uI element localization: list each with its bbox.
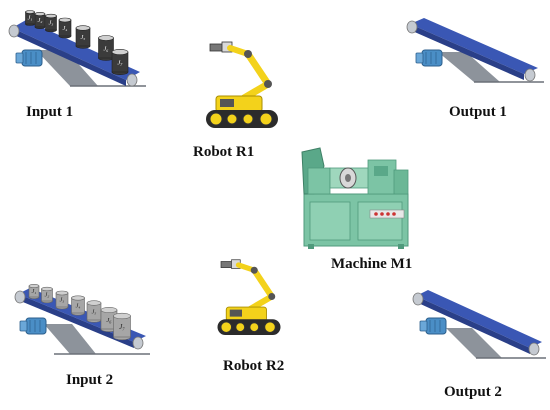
job-label: J₆	[104, 45, 109, 52]
input1-label: Input 1	[26, 104, 74, 120]
job-cylinder: J₃	[45, 13, 57, 33]
machine1-icon	[301, 147, 409, 249]
job-label: J₂	[38, 18, 43, 24]
input2-jobs: J₁ J₂ J₃ J₄ J₅ J₆ J₇	[28, 284, 131, 341]
job-label: J₃	[60, 298, 65, 304]
conveyor-belt	[416, 290, 542, 348]
conveyor-stand	[36, 50, 98, 86]
job-label: J₄	[76, 303, 81, 309]
job-label: J₄	[63, 26, 68, 32]
job-label: J₃	[49, 21, 54, 27]
output2-label: Output 2	[444, 384, 502, 400]
job-label: J₁	[28, 15, 33, 21]
motor-icon	[415, 49, 443, 67]
robot-track	[217, 319, 281, 335]
job-label: J₇	[119, 323, 125, 331]
job-cylinder: J₆	[98, 35, 114, 61]
conveyor-stand	[446, 328, 502, 358]
job-cylinder: J₇	[113, 312, 131, 341]
job-cylinder: J₃	[55, 290, 69, 310]
job-cylinder: J₅	[86, 300, 102, 323]
job-label: J₅	[81, 35, 86, 41]
input2-label: Input 2	[66, 372, 114, 388]
robot1-label: Robot R1	[193, 144, 255, 160]
job-cylinder: J₂	[34, 12, 46, 29]
job-cylinder: J₄	[71, 295, 85, 316]
job-cylinder: J₁	[28, 284, 40, 299]
job-cylinder: J₇	[111, 49, 129, 75]
motor-icon	[419, 317, 447, 335]
job-label: J₇	[117, 59, 123, 66]
motor-icon	[19, 317, 47, 335]
job-cylinder: J₆	[100, 307, 118, 332]
robot2-label: Robot R2	[223, 358, 285, 374]
conveyor-belt	[12, 20, 140, 80]
robot1-icon	[206, 41, 278, 128]
job-label: J₁	[32, 289, 37, 295]
input1-jobs: J₁ J₂ J₃ J₄ J₅ J₆ J₇	[25, 10, 129, 75]
job-cylinder: J₄	[58, 17, 72, 39]
conveyor-stand	[438, 52, 500, 82]
job-label: J₂	[45, 292, 50, 298]
conveyor-belt	[410, 18, 538, 74]
job-label: J₆	[106, 317, 112, 324]
job-label: J₅	[92, 310, 97, 316]
job-cylinder: J₁	[25, 10, 35, 26]
conveyor-stand	[44, 324, 96, 354]
motor-icon	[15, 49, 43, 67]
machine1-label: Machine M1	[331, 256, 413, 272]
robot-track	[206, 110, 278, 128]
job-cylinder: J₂	[41, 286, 53, 304]
output2-conveyor	[412, 290, 546, 359]
output1-label: Output 1	[449, 104, 507, 120]
input1-conveyor	[8, 20, 146, 87]
robot2-icon	[217, 259, 281, 335]
output1-conveyor	[406, 18, 544, 83]
job-cylinder: J₅	[75, 25, 91, 49]
